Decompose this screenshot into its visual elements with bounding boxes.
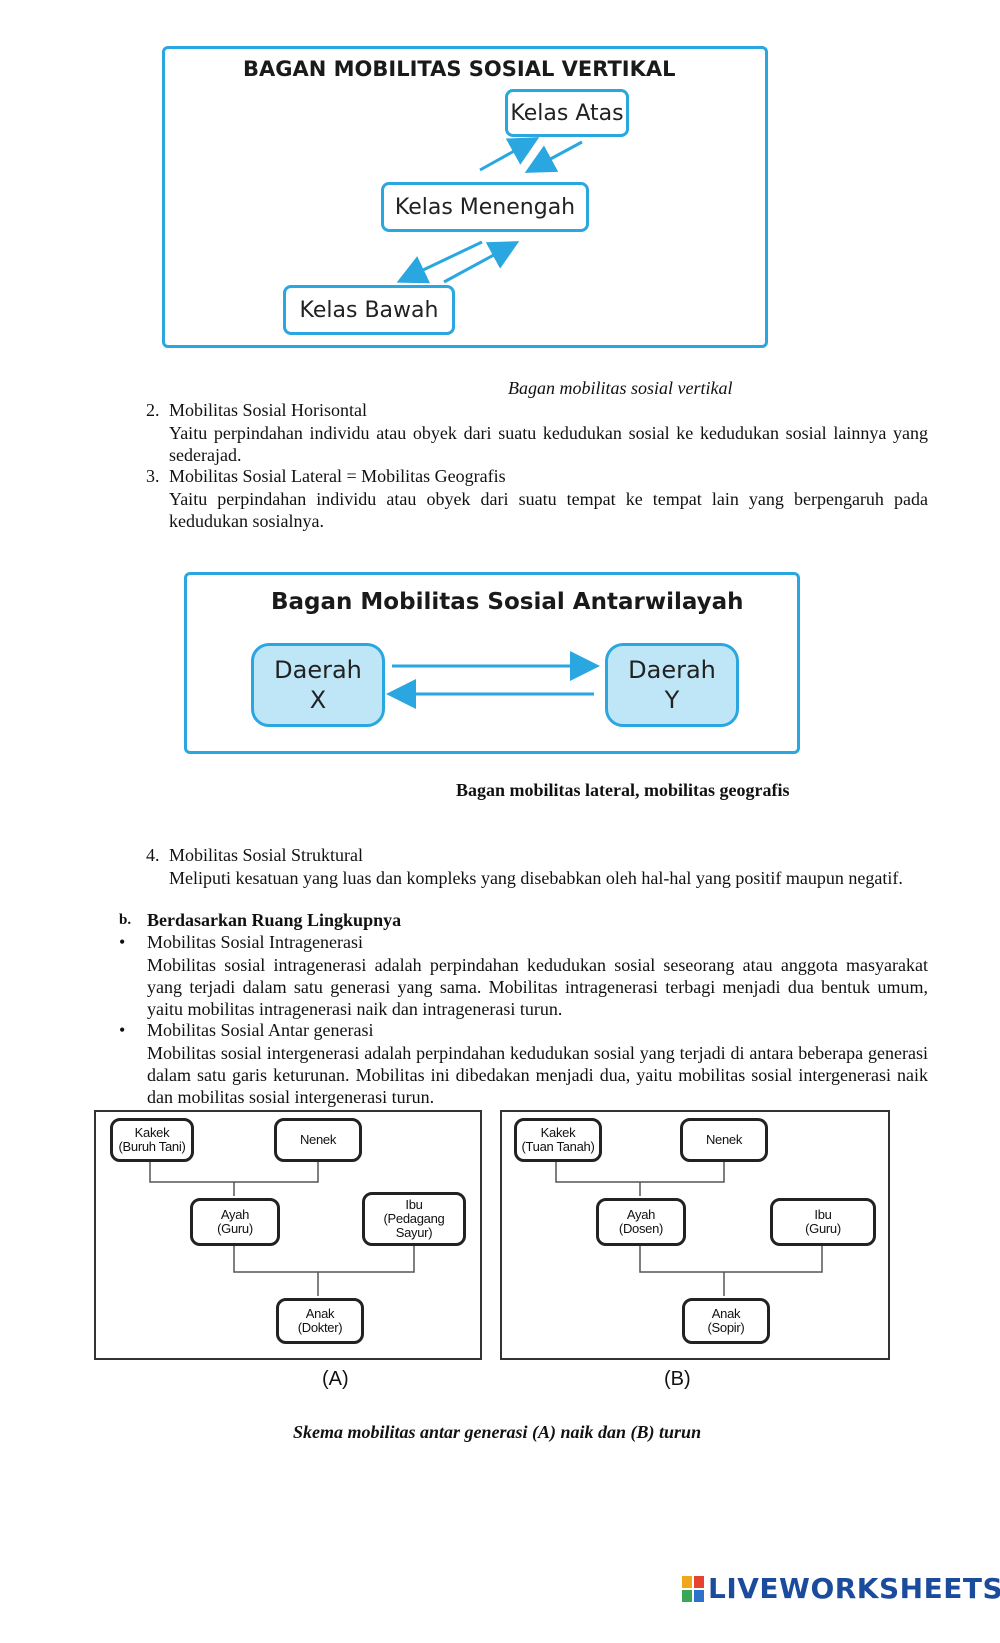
tree-a-mother-node: Ibu (Pedagang Sayur) — [362, 1192, 466, 1246]
tree-a-child-node: Anak (Dokter) — [276, 1298, 364, 1344]
tree-b-label: (B) — [664, 1368, 691, 1390]
tree-a-father-node: Ayah (Guru) — [190, 1198, 280, 1246]
family-tree-a: Kakek (Buruh Tani) Nenek Ayah (Guru) Ibu… — [94, 1110, 482, 1360]
tree-b-grandfather-node: Kakek (Tuan Tanah) — [514, 1118, 602, 1162]
family-tree-b: Kakek (Tuan Tanah) Nenek Ayah (Dosen) Ib… — [500, 1110, 890, 1360]
bullet-2-text: Mobilitas sosial intergenerasi adalah pe… — [147, 1043, 928, 1107]
tree-b-father-node: Ayah (Dosen) — [596, 1198, 686, 1246]
item-4-text: Meliputi kesatuan yang luas dan kompleks… — [169, 868, 903, 888]
bullet-2-symbol: • — [119, 1020, 126, 1040]
intergeneration-diagram-caption: Skema mobilitas antar generasi (A) naik … — [293, 1422, 702, 1442]
middle-class-box: Kelas Menengah — [381, 182, 589, 232]
bullet-1-text: Mobilitas sosial intragenerasi adalah pe… — [147, 955, 928, 1019]
liveworksheets-logo-icon — [682, 1575, 704, 1602]
tree-a-connectors — [149, 1158, 415, 1296]
lateral-diagram-caption: Bagan mobilitas lateral, mobilitas geogr… — [456, 780, 790, 800]
bullet-1-heading: Mobilitas Sosial Intragenerasi — [147, 932, 363, 952]
bullet-2-heading: Mobilitas Sosial Antar generasi — [147, 1020, 374, 1040]
item-3-text: Yaitu perpindahan individu atau obyek da… — [169, 489, 928, 531]
liveworksheets-brand-text: LIVEWORKSHEETS — [708, 1572, 1000, 1605]
tree-b-mother-node: Ibu (Guru) — [770, 1198, 876, 1246]
lateral-diagram-title: Bagan Mobilitas Sosial Antarwilayah — [271, 589, 744, 615]
vertical-diagram-caption: Bagan mobilitas sosial vertikal — [508, 378, 733, 398]
item-3-number: 3. — [146, 466, 160, 486]
arrow-lower-to-middle — [443, 241, 520, 284]
upper-class-box: Kelas Atas — [505, 89, 629, 137]
lateral-arrows — [386, 651, 600, 709]
vertical-diagram-title: BAGAN MOBILITAS SOSIAL VERTIKAL — [243, 57, 676, 81]
arrow-upper-to-middle — [524, 140, 583, 173]
bullet-1-symbol: • — [119, 932, 126, 952]
item-3-heading: Mobilitas Sosial Lateral = Mobilitas Geo… — [169, 466, 506, 486]
section-b-heading: Berdasarkan Ruang Lingkupnya — [147, 910, 402, 930]
tree-b-child-node: Anak (Sopir) — [682, 1298, 770, 1344]
tree-a-label: (A) — [322, 1368, 349, 1390]
item-2-text: Yaitu perpindahan individu atau obyek da… — [169, 423, 928, 465]
vertical-mobility-diagram: BAGAN MOBILITAS SOSIAL VERTIKAL Kelas At… — [162, 46, 768, 348]
vertical-arrows — [396, 137, 583, 284]
lower-class-box: Kelas Bawah — [283, 285, 455, 335]
tree-a-grandmother-node: Nenek — [274, 1118, 362, 1162]
region-x-box: Daerah X — [251, 643, 385, 727]
arrow-middle-to-upper — [479, 137, 540, 172]
section-b-marker: b. — [119, 912, 132, 928]
item-4-number: 4. — [146, 845, 160, 865]
liveworksheets-logo: LIVEWORKSHEETS — [682, 1572, 1000, 1605]
tree-b-connectors — [555, 1158, 823, 1296]
lateral-mobility-diagram: Bagan Mobilitas Sosial Antarwilayah Daer… — [184, 572, 800, 754]
tree-a-grandfather-node: Kakek (Buruh Tani) — [110, 1118, 194, 1162]
item-4-heading: Mobilitas Sosial Struktural — [169, 845, 364, 865]
item-2-number: 2. — [146, 400, 160, 420]
tree-b-grandmother-node: Nenek — [680, 1118, 768, 1162]
region-y-box: Daerah Y — [605, 643, 739, 727]
item-2-heading: Mobilitas Sosial Horisontal — [169, 400, 367, 420]
arrow-middle-to-lower — [396, 240, 483, 284]
